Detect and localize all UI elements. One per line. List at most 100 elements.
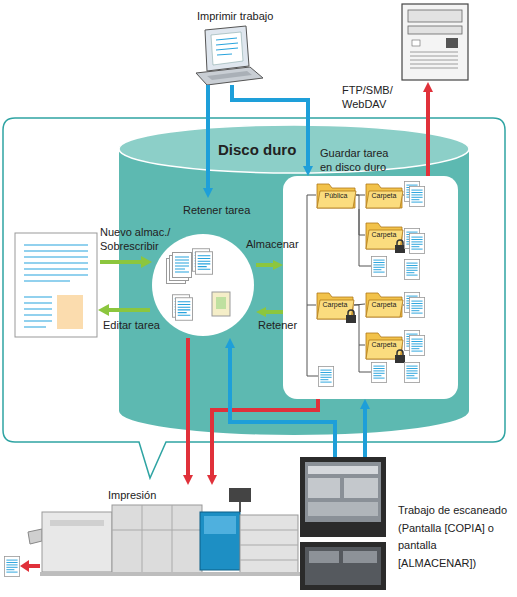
- output-sheet: [20, 560, 29, 572]
- stored-document-icon: [371, 363, 386, 383]
- stored-document-icon: [404, 260, 419, 280]
- scan-screen-illustration: [305, 462, 381, 522]
- flow-arrow: [212, 399, 318, 477]
- laptop-node: Imprimir trabajo: [193, 25, 263, 85]
- scan-screen-illustration: [300, 457, 386, 590]
- stored-document-icon: [404, 331, 419, 351]
- node-text: Trabajo de escaneado (Pantalla [COPIA] o…: [398, 502, 516, 572]
- scan-screen-illustration: [343, 551, 377, 563]
- scan-screen-illustration: [308, 466, 378, 474]
- output-sheet: [28, 564, 40, 568]
- flow-arrow: [186, 338, 190, 477]
- hard-disk-cylinder-outline: [119, 125, 469, 173]
- job-document-icon: [175, 298, 192, 321]
- laptop-icon: [211, 32, 243, 65]
- document-page: [57, 295, 83, 329]
- document-page: [15, 233, 97, 337]
- locked-folder-icon: Carpeta: [365, 330, 403, 360]
- job-document-icon: [170, 256, 189, 281]
- flow-arrow: [363, 407, 367, 457]
- folder-icon: Carpeta: [365, 181, 403, 209]
- job-document-icon: [172, 295, 189, 318]
- printer-illustration: [229, 488, 251, 502]
- tree-line: [354, 304, 365, 305]
- green-arrow: [141, 256, 152, 268]
- node-text: FTP/SMB/ WebDAV: [342, 84, 398, 112]
- flow-arrow: [426, 90, 430, 176]
- flow-arrow: [232, 85, 308, 168]
- callout-bubble: [3, 118, 505, 478]
- node-text: Retener tarea: [183, 204, 250, 218]
- server-icon: [412, 40, 420, 46]
- printer-illustration: [204, 516, 236, 534]
- laptop-icon: [216, 38, 238, 55]
- flow-arrow: [230, 346, 335, 457]
- folder-tree-line: [307, 195, 318, 376]
- folder-icon-outline: [366, 184, 402, 208]
- laptop-icon: [196, 67, 263, 85]
- flow-arrow: [206, 85, 210, 190]
- lock-symbol: [395, 350, 405, 363]
- green-arrow: [98, 304, 109, 316]
- scan-screen-illustration: [300, 542, 386, 590]
- folder-icon: Carpeta: [365, 290, 403, 318]
- scan-screen-illustration: [308, 502, 378, 516]
- server-icon: [408, 26, 462, 34]
- hold-circle: Retener tarea: [150, 198, 256, 338]
- tree-line: [356, 195, 365, 235]
- node-text: Carpeta: [365, 231, 403, 240]
- printer-node: Impresión: [40, 485, 302, 578]
- node-text: Carpeta: [316, 301, 354, 310]
- server-icon: [402, 4, 468, 80]
- lock-symbol: [395, 245, 405, 253]
- lock-symbol: [348, 310, 354, 315]
- printer-illustration: [42, 512, 112, 572]
- job-document-icon: [192, 249, 209, 272]
- green-arrow: [108, 308, 150, 312]
- printer-illustration: [240, 530, 298, 560]
- folder-tree-line: [307, 195, 404, 376]
- scan-screen-illustration: [300, 457, 386, 537]
- lock-symbol: [346, 315, 356, 323]
- stored-document-icon: [318, 182, 424, 387]
- lock-symbol: [397, 350, 403, 355]
- folder-icon-outline: [317, 191, 356, 208]
- server-icon: [408, 10, 462, 22]
- lock-symbol: [395, 240, 405, 253]
- node-text: Carpeta: [365, 341, 403, 350]
- job-document-icon: [173, 253, 192, 278]
- tree-line: [356, 195, 365, 196]
- output-sheet: [4, 557, 40, 577]
- job-document-icon: [216, 297, 226, 309]
- folder-icon-outline: [366, 191, 403, 208]
- node-text: Carpeta: [365, 192, 403, 201]
- scan-screen-illustration: [309, 551, 339, 563]
- locked-folder-icon: Carpeta: [365, 220, 403, 250]
- printer-illustration: [50, 520, 104, 526]
- scan-screen-illustration: [305, 547, 381, 585]
- green-arrow: [98, 256, 152, 316]
- server-icon: [410, 52, 458, 68]
- hard-disk-cylinder: PúblicaCarpetaCarpetaCarpetaCarpetaCarpe…: [118, 125, 470, 437]
- output-sheet: [4, 557, 19, 577]
- stored-document-icon: [404, 182, 419, 202]
- printer-illustration: [240, 515, 298, 575]
- job-document-icon: [167, 259, 186, 284]
- folder-tree-line: [359, 209, 371, 266]
- scan-screen-illustration: [344, 478, 378, 498]
- server-node: FTP/SMB/ WebDAV: [398, 2, 472, 82]
- node-text: Guardar tarea en disco duro: [320, 147, 402, 175]
- stored-document-icon: [404, 363, 419, 383]
- printer-illustration: [28, 488, 300, 576]
- printer-illustration: [112, 505, 202, 573]
- folder-icon-outline: [317, 184, 355, 208]
- node-text: Imprimir trabajo: [197, 10, 273, 24]
- folder-icon: Pública: [316, 181, 356, 209]
- document-page: [24, 245, 88, 327]
- job-document-icon: [195, 252, 212, 275]
- printer-illustration: [239, 502, 241, 512]
- printer-illustration: [200, 512, 240, 570]
- green-arrow: [100, 260, 142, 264]
